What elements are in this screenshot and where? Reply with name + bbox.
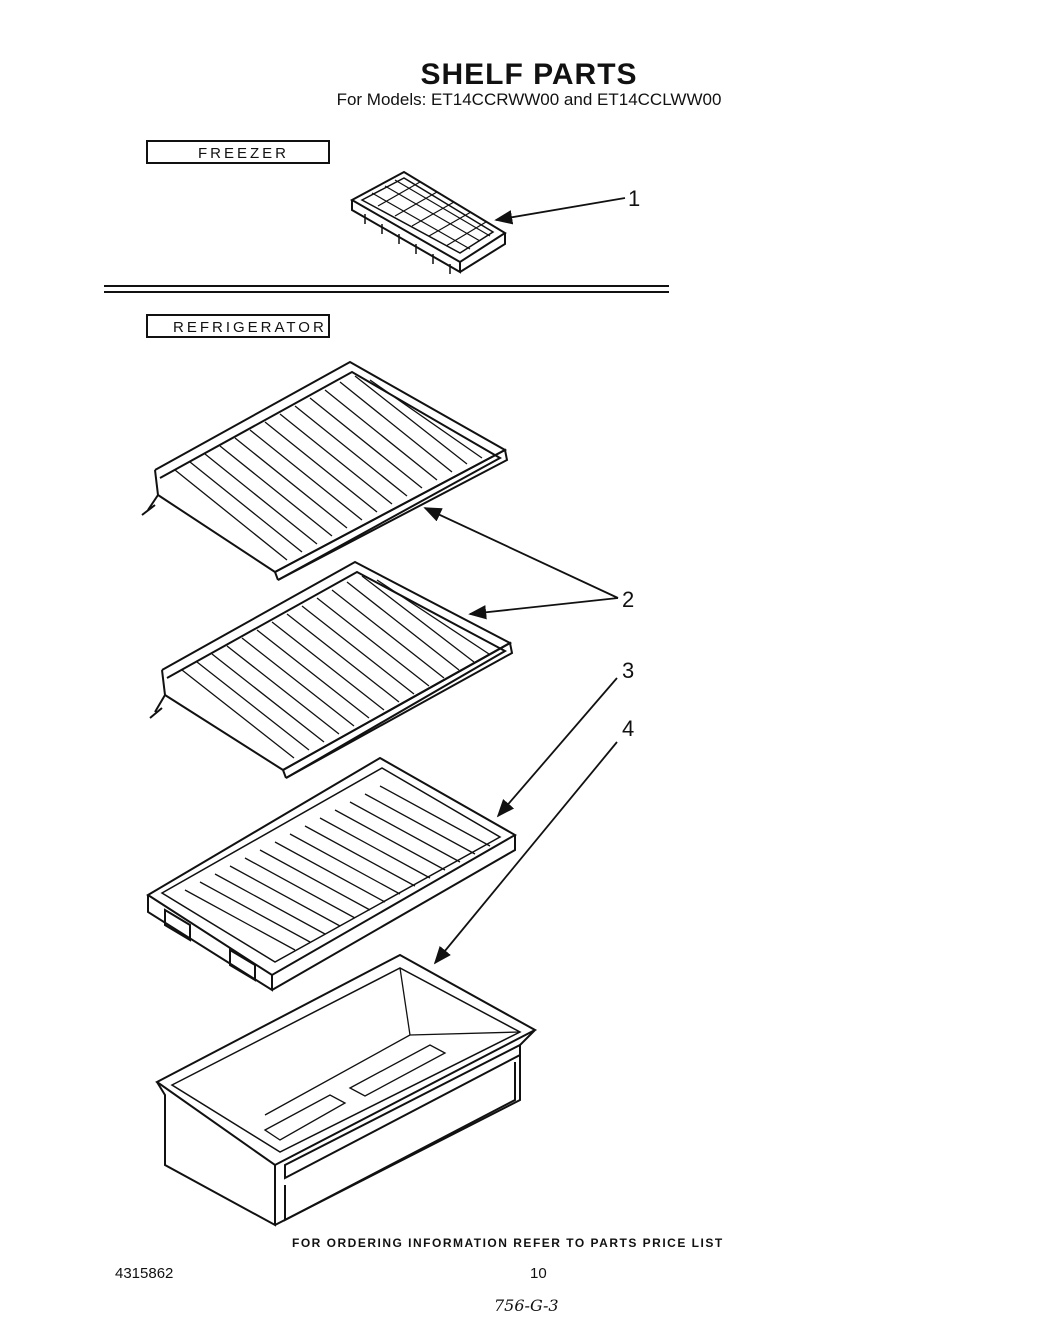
ice-cube-tray-drawing bbox=[349, 170, 507, 274]
models-subtitle: For Models: ET14CCRWW00 and ET14CCLWW00 bbox=[336, 90, 722, 109]
ordering-note: FOR ORDERING INFORMATION REFER TO PARTS … bbox=[292, 1236, 724, 1250]
page-number: 10 bbox=[530, 1265, 547, 1282]
wire-shelf-upper-drawing bbox=[141, 360, 509, 581]
document-number: 4315862 bbox=[115, 1265, 174, 1282]
section-divider-top bbox=[104, 285, 669, 287]
callout-4: 4 bbox=[622, 716, 635, 741]
page-title: SHELF PARTS bbox=[420, 58, 638, 91]
crisper-cover-drawing bbox=[146, 756, 518, 992]
freezer-section-label: FREEZER bbox=[146, 140, 330, 164]
crisper-pan-drawing bbox=[155, 953, 538, 1227]
callout-1: 1 bbox=[628, 186, 641, 211]
wire-shelf-lower-drawing bbox=[149, 560, 514, 779]
callout-2: 2 bbox=[622, 587, 635, 612]
refrigerator-section-label: REFRIGERATOR bbox=[146, 314, 330, 338]
section-divider-bottom bbox=[104, 291, 669, 293]
handwritten-code: 756-G-3 bbox=[494, 1296, 559, 1315]
callout-3: 3 bbox=[622, 658, 635, 683]
